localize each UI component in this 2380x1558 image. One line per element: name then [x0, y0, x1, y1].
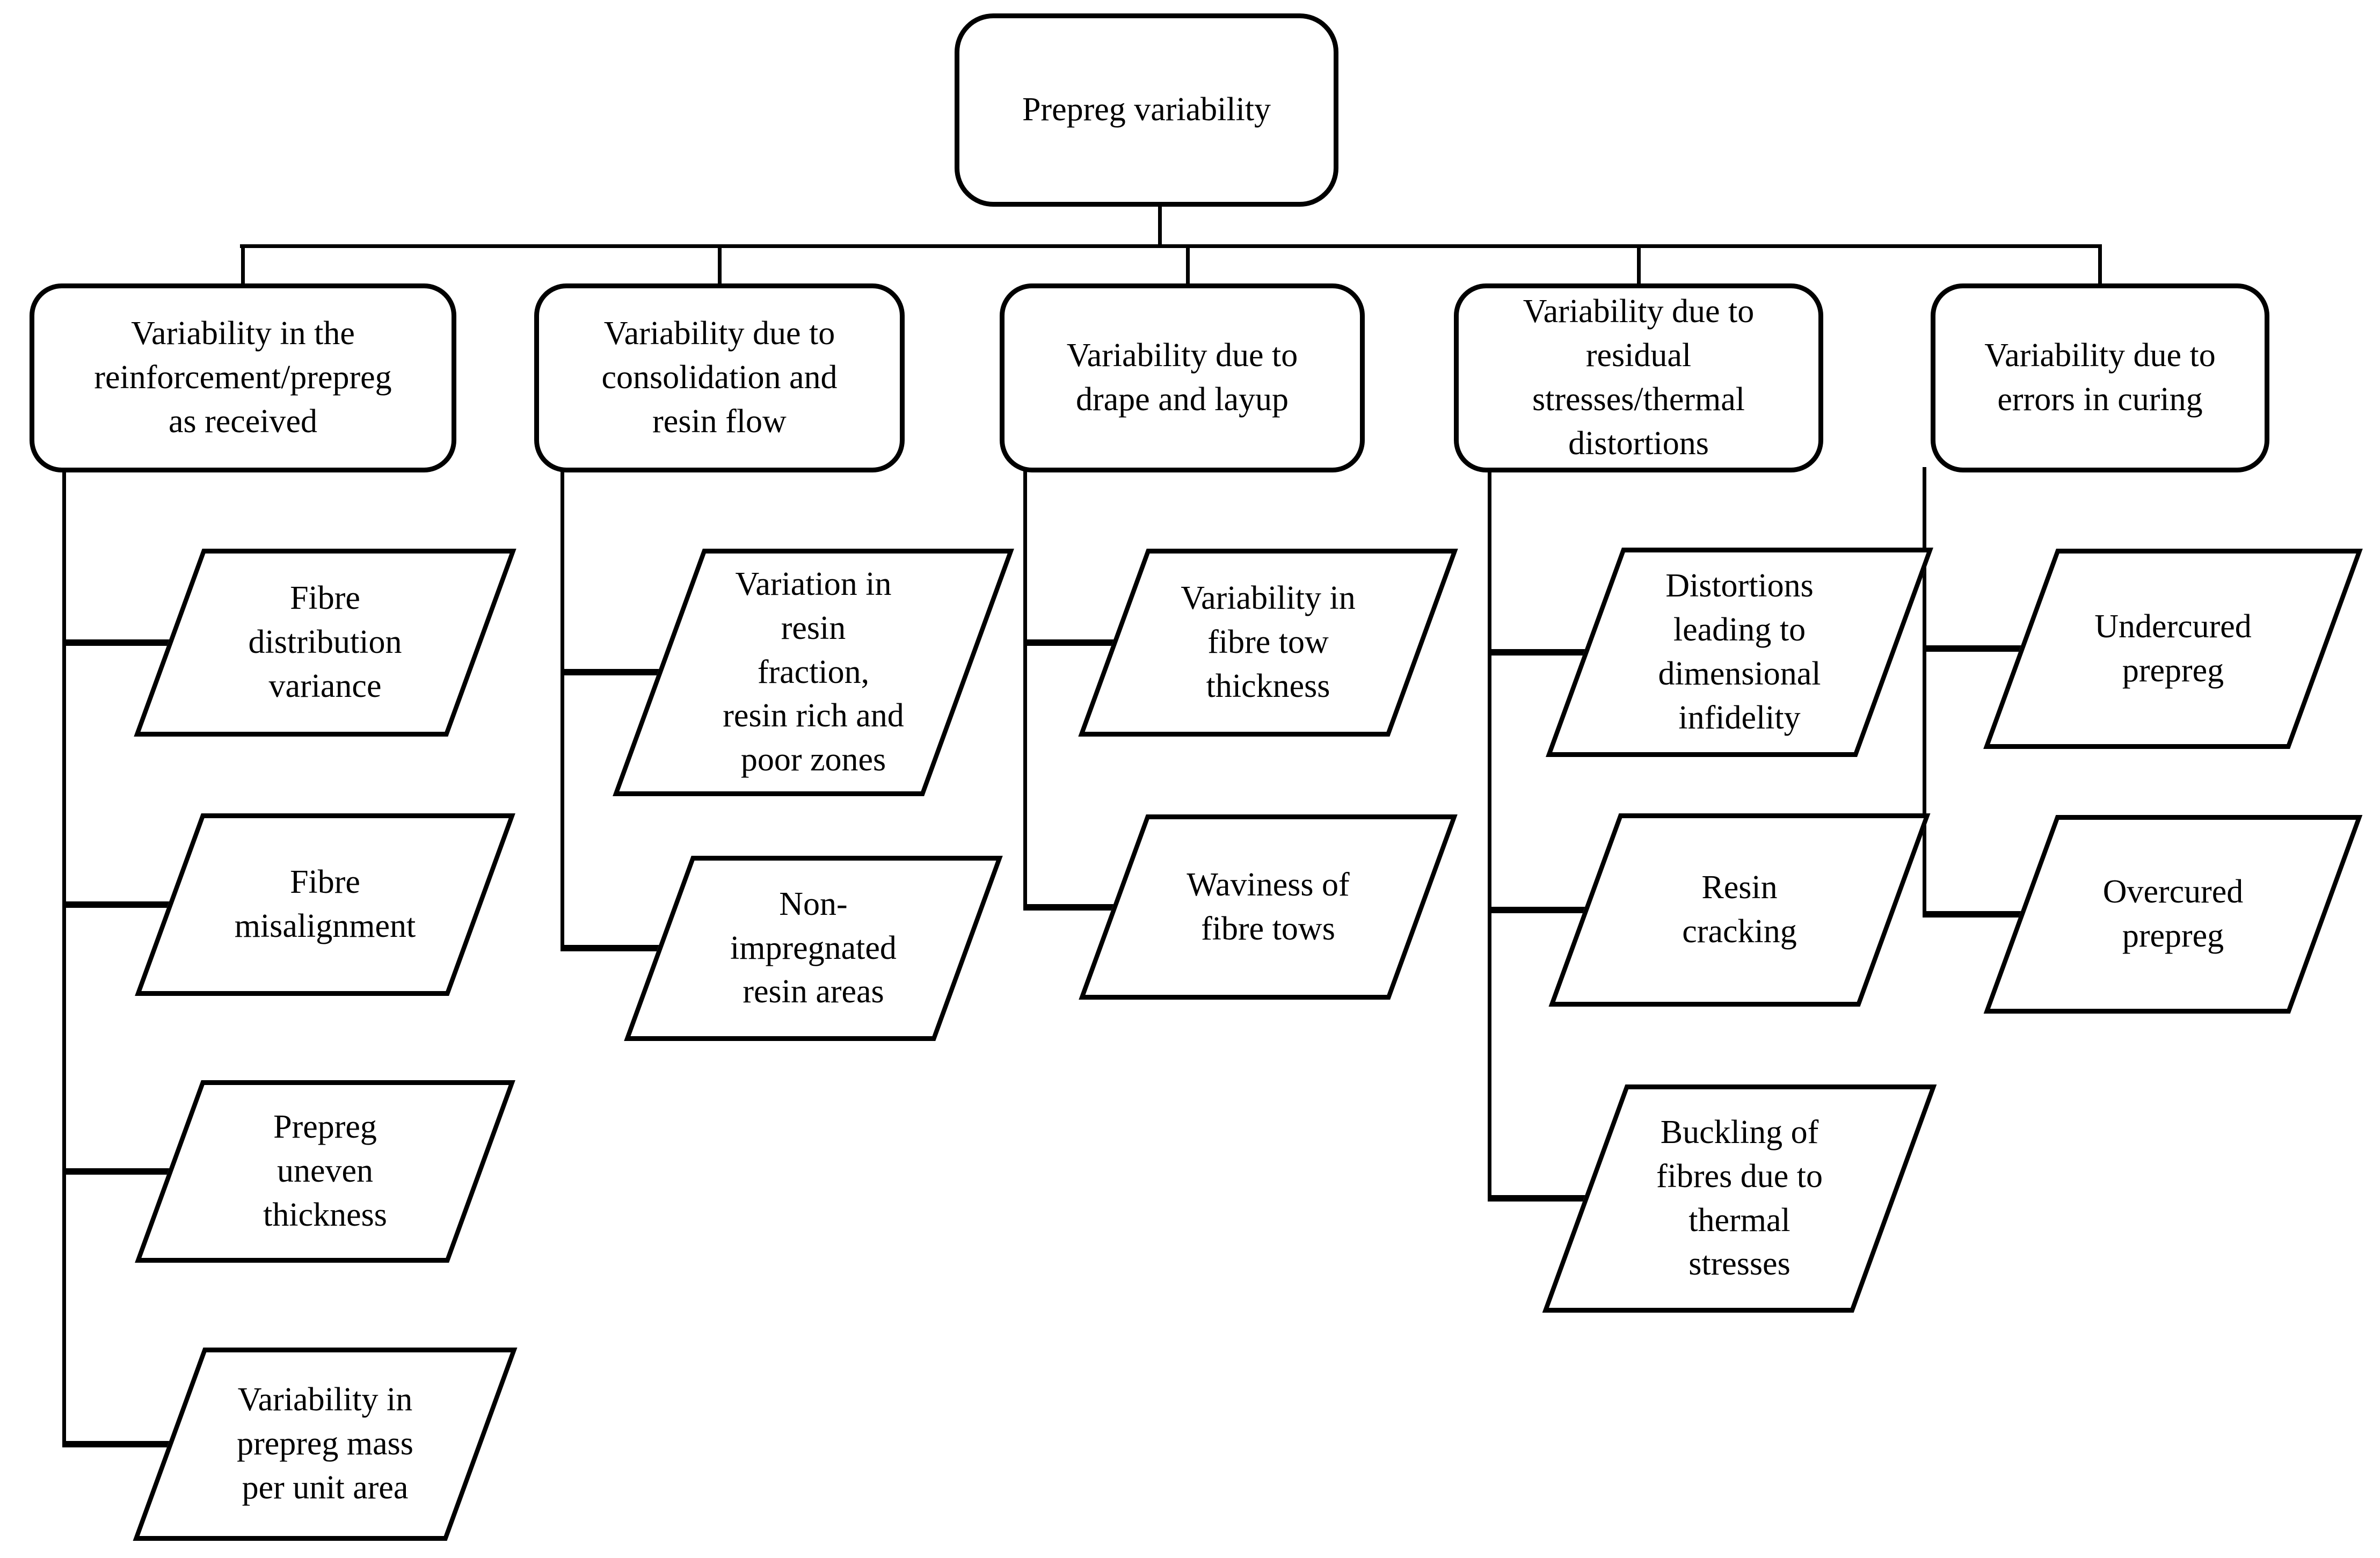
leaf-fibre-distribution-variance: Fibre distribution variance — [134, 549, 516, 737]
connector-stub-leaf — [1023, 904, 1134, 911]
connector-stub-leaf — [1488, 1195, 1605, 1202]
leaf-variability-fibre-tow-thickness: Variability in fibre tow thickness — [1078, 549, 1458, 737]
leaf-label: Variation in resin fraction, resin rich … — [723, 565, 904, 778]
connector-stub-leaf — [1923, 911, 2041, 918]
node-variability-consolidation-resin-flow: Variability due to consolidation and res… — [534, 283, 905, 472]
leaf-distortions-dimensional-infidelity: Distortions leading to dimensional infid… — [1546, 548, 1933, 757]
connector-stub-leaf — [561, 945, 679, 951]
leaf-label: Waviness of fibre tows — [1187, 866, 1350, 947]
leaf-fibre-misalignment: Fibre misalignment — [135, 813, 515, 996]
connector-trunk-branch-4 — [1488, 467, 1491, 1202]
connector-trunk-branch-3 — [1023, 467, 1027, 911]
leaf-waviness-fibre-tows: Waviness of fibre tows — [1079, 814, 1458, 1000]
connector-stub-leaf — [1023, 639, 1134, 646]
node-prepreg-variability: Prepreg variability — [955, 13, 1338, 207]
connector-stub-leaf — [62, 1441, 190, 1447]
leaf-label: Undercured prepreg — [2094, 608, 2252, 689]
leaf-label: Buckling of fibres due to thermal stress… — [1656, 1113, 1823, 1283]
leaf-non-impregnated-resin-areas: Non- impregnated resin areas — [624, 856, 1003, 1041]
leaf-label: Non- impregnated resin areas — [730, 885, 897, 1010]
leaf-label: Overcured prepreg — [2102, 873, 2244, 954]
connector-trunk-branch-1 — [62, 467, 66, 1447]
node-label: Variability due to consolidation and res… — [601, 315, 838, 440]
connector-stub-leaf — [1923, 645, 2041, 652]
leaf-overcured-prepreg: Overcured prepreg — [1983, 815, 2363, 1014]
leaf-undercured-prepreg: Undercured prepreg — [1983, 549, 2363, 749]
node-label: Variability due to residual stresses/the… — [1523, 293, 1755, 462]
connector-stub-leaf — [561, 669, 679, 675]
leaf-label: Prepreg uneven thickness — [263, 1109, 387, 1233]
node-label: Variability due to errors in curing — [1984, 337, 2216, 418]
leaf-variation-resin-fraction-zones: Variation in resin fraction, resin rich … — [613, 549, 1014, 796]
connector-stub-leaf — [62, 639, 190, 646]
leaf-label: Resin cracking — [1682, 869, 1797, 950]
connector-trunk-branch-2 — [561, 467, 564, 951]
leaf-prepreg-uneven-thickness: Prepreg uneven thickness — [135, 1080, 515, 1263]
leaf-label: Fibre distribution variance — [248, 580, 402, 704]
leaf-resin-cracking: Resin cracking — [1548, 813, 1931, 1007]
node-label: Variability in the reinforcement/prepreg… — [94, 315, 392, 440]
leaf-label: Fibre misalignment — [234, 864, 416, 944]
connector-stub-leaf — [62, 901, 190, 908]
node-variability-reinforcement-as-received: Variability in the reinforcement/prepreg… — [30, 283, 456, 472]
connector-drop-branch-1 — [241, 244, 245, 288]
leaf-label: Distortions leading to dimensional infid… — [1658, 567, 1821, 736]
node-variability-residual-stresses: Variability due to residual stresses/the… — [1454, 283, 1823, 472]
connector-main-horizontal — [240, 244, 2102, 248]
leaf-variability-prepreg-mass-per-unit-area: Variability in prepreg mass per unit are… — [133, 1348, 518, 1541]
leaf-label: Variability in prepreg mass per unit are… — [237, 1381, 413, 1506]
connector-drop-branch-4 — [1637, 244, 1641, 288]
leaf-label: Variability in fibre tow thickness — [1181, 580, 1356, 704]
leaf-buckling-fibres-thermal-stresses: Buckling of fibres due to thermal stress… — [1542, 1084, 1937, 1313]
connector-drop-branch-3 — [1186, 244, 1190, 288]
connector-stub-leaf — [1488, 907, 1605, 913]
connector-trunk-branch-5 — [1923, 467, 1926, 918]
node-label: Prepreg variability — [1022, 91, 1271, 128]
connector-drop-branch-5 — [2098, 244, 2102, 288]
connector-stub-leaf — [1488, 649, 1605, 656]
node-variability-drape-layup: Variability due to drape and layup — [1000, 283, 1365, 472]
node-label: Variability due to drape and layup — [1066, 337, 1298, 418]
node-variability-errors-curing: Variability due to errors in curing — [1931, 283, 2269, 472]
connector-root-stem — [1158, 206, 1162, 248]
connector-stub-leaf — [62, 1168, 190, 1175]
connector-drop-branch-2 — [718, 244, 722, 288]
